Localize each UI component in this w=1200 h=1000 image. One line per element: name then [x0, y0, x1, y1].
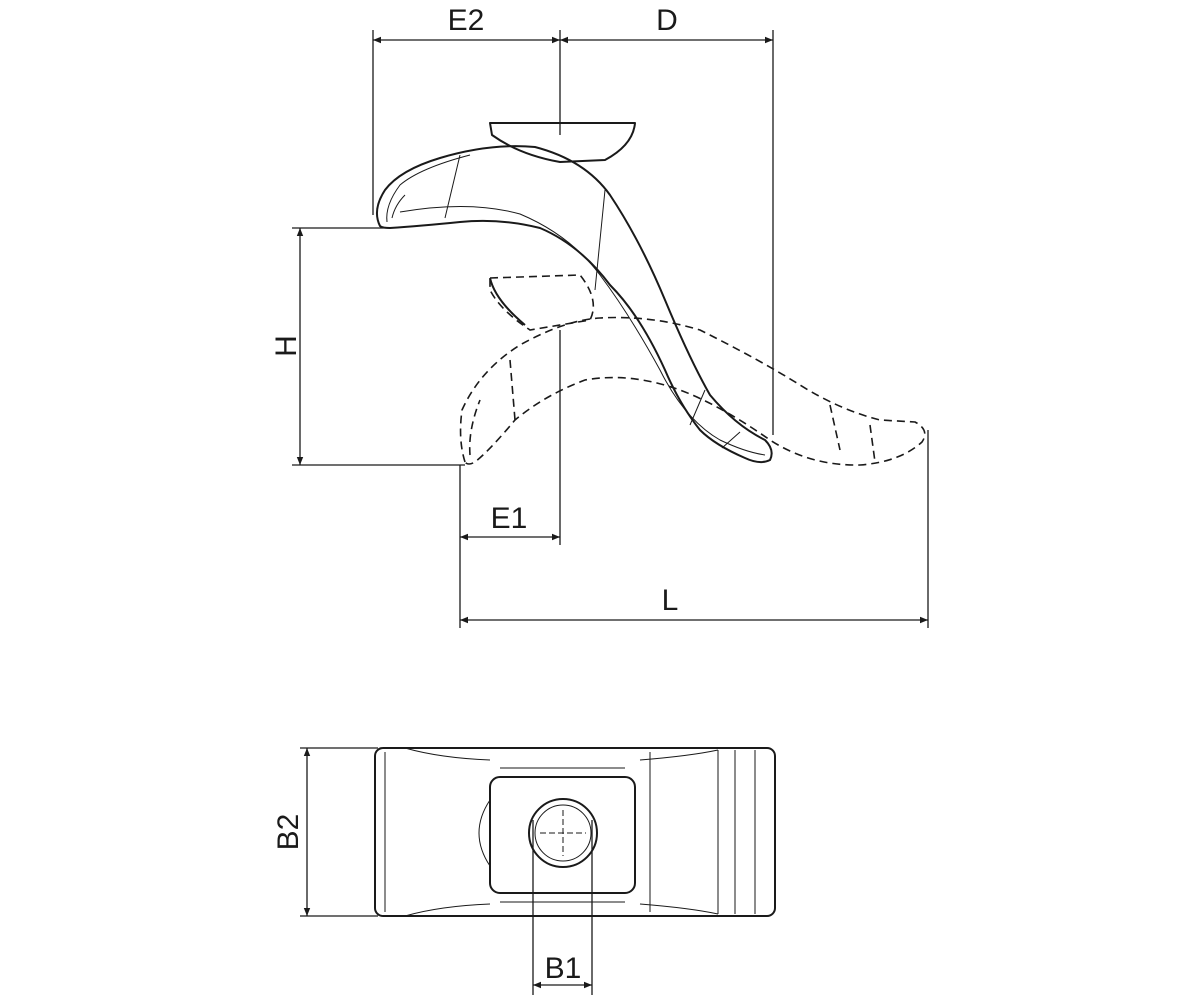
label-d: D: [656, 4, 678, 37]
dimension-lines: [296, 36, 928, 989]
label-l: L: [662, 584, 679, 617]
label-b1: B1: [545, 952, 582, 985]
label-b2: B2: [272, 814, 305, 851]
extension-lines: [292, 30, 929, 995]
clamp-side-view-open: [459, 274, 926, 466]
label-e2: E2: [448, 4, 485, 37]
clamp-plan-view: [374, 747, 776, 917]
clamp-side-view-closed: [375, 122, 773, 464]
label-e1: E1: [491, 502, 528, 535]
label-h: H: [270, 335, 303, 357]
